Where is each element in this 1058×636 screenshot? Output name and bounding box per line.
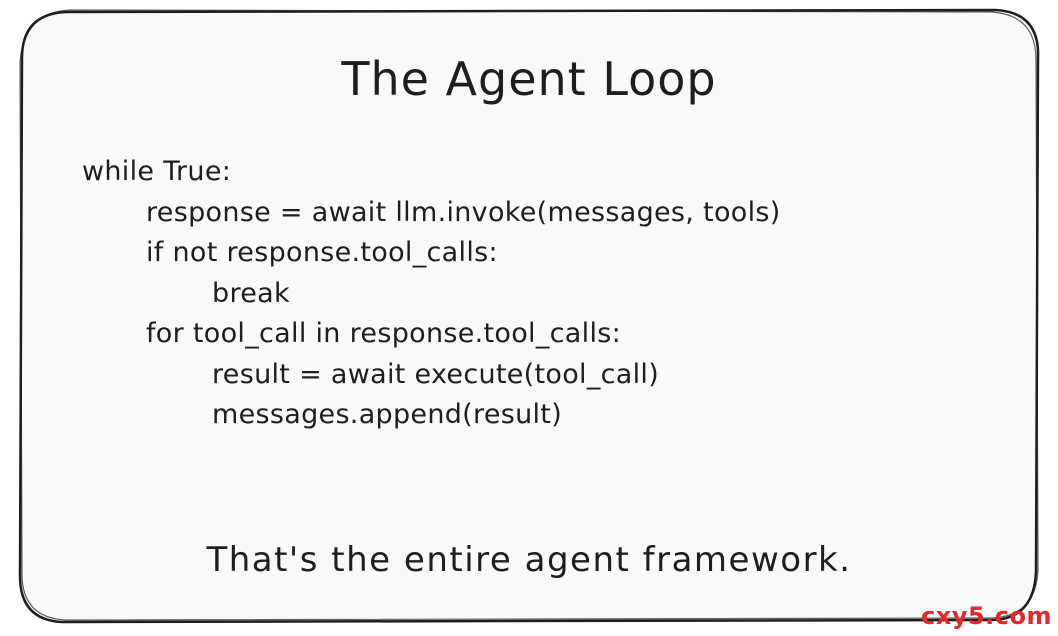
code-line: if not response.tool_calls: [146,237,498,268]
code-line: result = await execute(tool_call) [212,358,660,390]
code-line: while True: [82,156,232,187]
code-block: while True: response = await llm.invoke(… [82,152,781,436]
code-line: messages.append(result) [212,399,563,430]
tagline: That's the entire agent framework. [206,540,852,580]
code-line: for tool_call in response.tool_calls: [146,318,622,349]
code-line: break [212,277,290,309]
code-line: response = await llm.invoke(messages, to… [146,196,781,228]
watermark: cxy5.com [921,602,1052,630]
diagram-title: The Agent Loop [341,52,717,106]
